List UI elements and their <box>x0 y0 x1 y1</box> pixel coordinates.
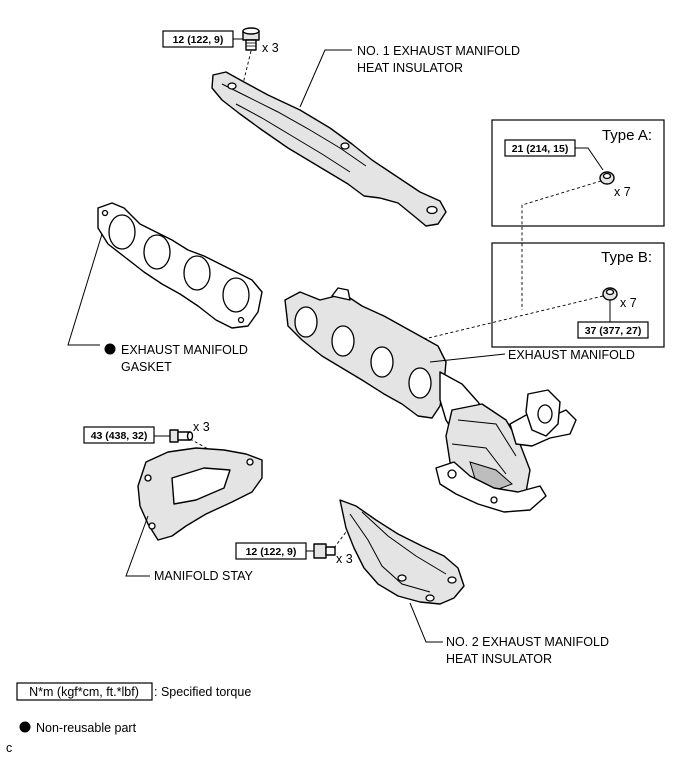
type-a-nut-count: x 7 <box>614 185 631 199</box>
manifold-stay-part <box>137 447 263 541</box>
corner-mark: c <box>6 741 12 755</box>
gasket-label-line2: GASKET <box>121 360 172 374</box>
type-a-nut-icon <box>599 171 615 185</box>
type-b-torque-box <box>577 321 649 339</box>
stay-bolt-torque: 43 (438, 32) <box>91 430 148 442</box>
nonreusable-bullet-icon <box>104 343 116 355</box>
no1-insulator-label-line1: NO. 1 EXHAUST MANIFOLD <box>357 44 520 58</box>
type-b-title: Type B: <box>601 249 652 266</box>
no2-bolt-count: x 3 <box>336 552 353 566</box>
legend-torque-box <box>16 682 153 701</box>
stay-label: MANIFOLD STAY <box>154 569 254 583</box>
legend-torque-unit: N*m (kgf*cm, ft.*lbf) <box>29 685 139 699</box>
type-b-nut-count: x 7 <box>620 296 637 310</box>
no2-bolt-torque: 12 (122, 9) <box>246 546 297 558</box>
manifold-label: EXHAUST MANIFOLD <box>508 348 635 362</box>
no2-insulator-label-line1: NO. 2 EXHAUST MANIFOLD <box>446 635 609 649</box>
legend-torque-desc: : Specified torque <box>154 685 251 699</box>
type-a-torque: 21 (214, 15) <box>512 143 569 155</box>
no1-bolt-torque: 12 (122, 9) <box>173 34 224 46</box>
type-a-title: Type A: <box>602 127 652 144</box>
stay-bolt-count: x 3 <box>193 420 210 434</box>
type-b-torque: 37 (377, 27) <box>585 325 642 337</box>
no1-insulator-label-line2: HEAT INSULATOR <box>357 61 463 75</box>
no1-insulator-bolt-group: 12 (122, 9) x 3 <box>162 27 279 89</box>
stay-bolt-torque-box <box>83 426 155 444</box>
no2-heat-insulator-part <box>339 499 465 605</box>
exhaust-manifold-gasket-part <box>97 202 263 329</box>
no1-heat-insulator-part <box>211 71 447 227</box>
insulator-hole <box>227 82 237 90</box>
type-a-panel: Type A: 21 (214, 15) x 7 <box>491 119 665 227</box>
no2-insulator-bolt-group: 12 (122, 9) x 3 <box>235 523 353 566</box>
type-b-nut-icon <box>602 287 618 301</box>
no1-bolt-count: x 3 <box>262 41 279 55</box>
stay-bolt-icon <box>169 429 194 443</box>
no2-bolt-icon <box>313 543 336 559</box>
legend: N*m (kgf*cm, ft.*lbf) : Specified torque… <box>6 682 251 755</box>
no1-bolt-icon <box>242 27 260 51</box>
legend-bullet-icon <box>19 721 31 733</box>
no2-insulator-label-line2: HEAT INSULATOR <box>446 652 552 666</box>
legend-nonreusable: Non-reusable part <box>36 721 137 735</box>
stay-bolt-group: 43 (438, 32) x 3 <box>83 420 229 461</box>
exhaust-manifold-part <box>284 287 577 513</box>
gasket-label-line1: EXHAUST MANIFOLD <box>121 343 248 357</box>
type-b-panel: Type B: x 7 37 (377, 27) <box>491 242 665 348</box>
